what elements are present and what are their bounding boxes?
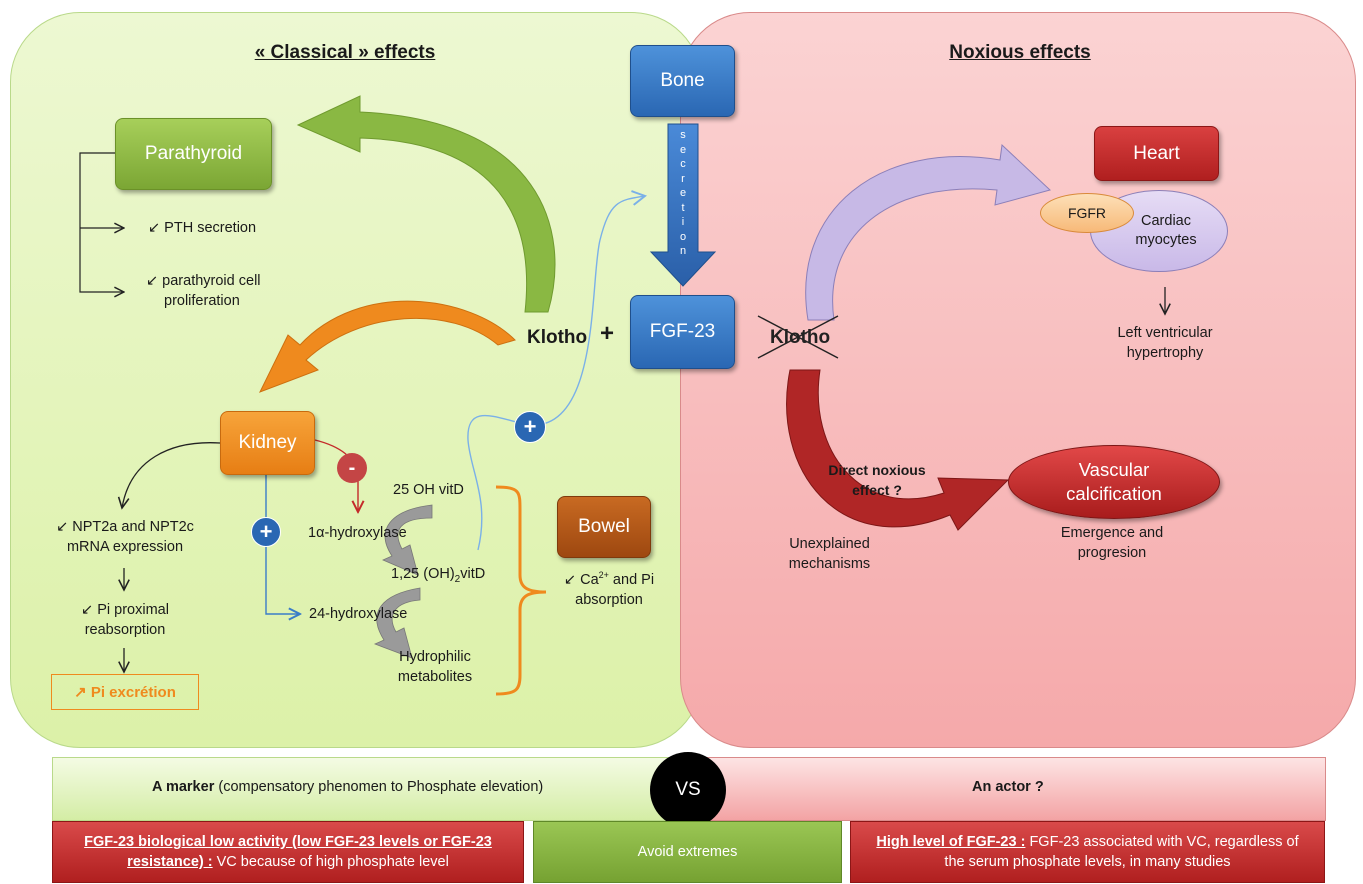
secretion-letter: e: [679, 143, 687, 156]
actor-bar: [686, 757, 1326, 821]
secretion-letter: c: [680, 158, 686, 170]
plus-circle-feedback-icon: +: [514, 411, 546, 443]
klotho-cross-line-2: [757, 315, 839, 359]
klotho-crossed-label: Klotho: [770, 327, 831, 348]
alpha-hydroxylase-label: 1α-hydroxylase: [308, 525, 407, 541]
pi-excretion-box: ↗ Pi excrétion: [51, 674, 199, 710]
hydroxylase-24-label: 24-hydroxylase: [309, 606, 408, 622]
lavender-curved-arrow: [805, 143, 1051, 321]
fgfr-ellipse: FGFR: [1040, 193, 1134, 233]
pth-secretion-text: ↙ PTH secretion: [148, 220, 257, 236]
unexplained-mechanisms-text: Unexplained mechanisms: [788, 536, 871, 572]
green-curved-arrow: [296, 95, 556, 313]
pi-reabsorption-text: ↙ Pi proximal reabsorption: [81, 602, 169, 638]
parathyroid-bracket: [79, 152, 124, 292]
oh-vitd-label: 25 OH vitD: [393, 482, 464, 498]
grey-arrow-1: [382, 504, 433, 576]
classical-effects-title: « Classical » effects: [254, 42, 436, 63]
klotho-plus-sign: +: [600, 320, 615, 347]
lv-hypertrophy-text: Left ventricular hypertrophy: [1117, 325, 1213, 361]
emergence-text: Emergence and progresion: [1060, 525, 1164, 561]
high-level-box: High level of FGF-23 : FGF-23 associated…: [850, 821, 1325, 883]
oh2-vitd-label: 1,25 (OH)2vitD: [391, 566, 486, 585]
marker-bar: [52, 757, 694, 821]
heart-box: Heart: [1094, 126, 1219, 181]
npt-expression-text: ↙ NPT2a and NPT2c mRNA expression: [56, 519, 194, 555]
parathyroid-proliferation-text: ↙ parathyroid cell proliferation: [146, 273, 261, 309]
fgf23-box: FGF-23: [630, 295, 735, 369]
secretion-letter: s: [680, 129, 686, 141]
secretion-letter: o: [679, 230, 687, 243]
noxious-effects-title: Noxious effects: [949, 42, 1091, 63]
klotho-label: Klotho: [527, 327, 588, 348]
secretion-letter: t: [681, 201, 685, 214]
low-activity-box: FGF-23 biological low activity (low FGF-…: [52, 821, 524, 883]
minus-circle-icon: -: [337, 453, 367, 483]
secretion-letter: n: [679, 245, 687, 257]
direct-noxious-text: Direct noxious effect ?: [828, 462, 926, 498]
vascular-calcification-ellipse: Vascular calcification: [1008, 445, 1220, 519]
bone-box: Bone: [630, 45, 735, 117]
secretion-letter: e: [679, 187, 687, 199]
plus-circle-icon: +: [251, 517, 281, 547]
hydrophilic-metabolites-label: Hydrophilic metabolites: [397, 649, 473, 685]
secretion-letter: r: [681, 172, 685, 185]
marker-text: A marker (compensatory phenomen to Phosp…: [152, 779, 544, 795]
parathyroid-box: Parathyroid: [115, 118, 272, 190]
vs-circle: VS: [650, 752, 726, 828]
secretion-arrow: [649, 123, 717, 287]
avoid-extremes-box: Avoid extremes: [533, 821, 842, 883]
bowel-absorption-text: ↙ Ca2+ and Pi absorption: [563, 570, 655, 608]
kidney-npt-arrow: [122, 442, 221, 508]
secretion-letter: i: [681, 216, 685, 228]
grey-arrow-2: [373, 587, 421, 659]
orange-brace: [495, 485, 547, 696]
kidney-box: Kidney: [220, 411, 315, 475]
bowel-box: Bowel: [557, 496, 651, 558]
actor-text: An actor ?: [972, 779, 1044, 795]
orange-curved-arrow: [258, 300, 516, 393]
cardiac-myocytes-ellipse: Cardiac myocytes: [1090, 190, 1228, 272]
darkred-curved-arrow: [786, 369, 1010, 531]
